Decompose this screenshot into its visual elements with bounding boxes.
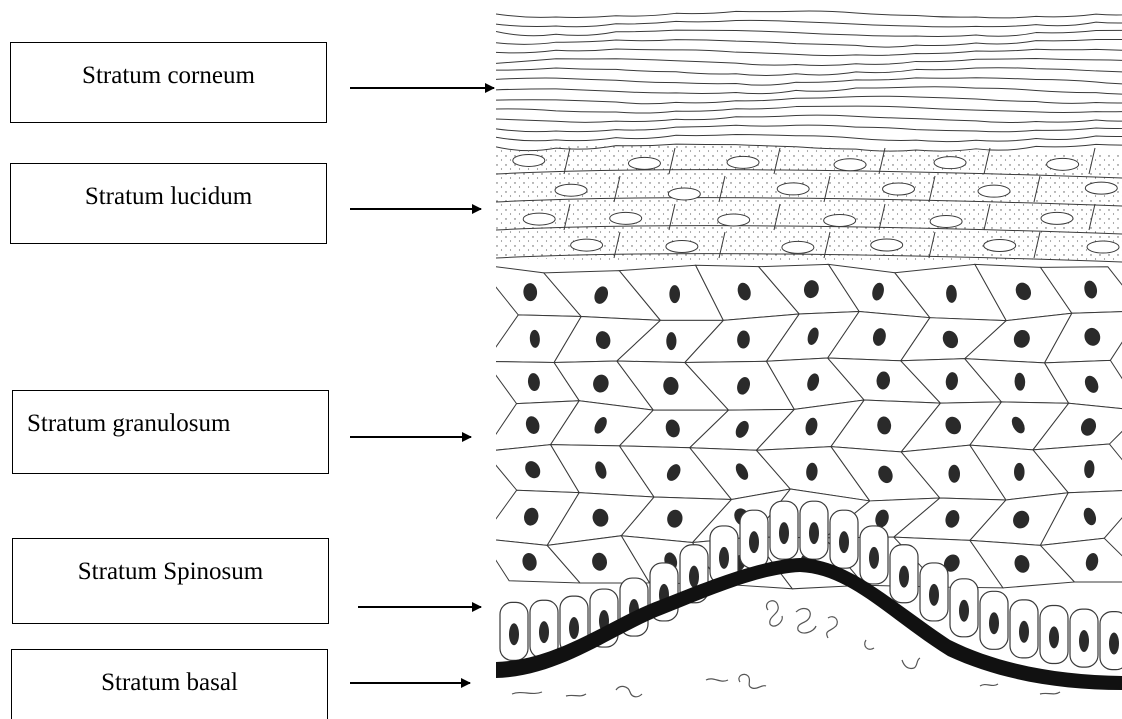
basal-nucleus — [1019, 621, 1029, 643]
basal-nucleus — [1079, 630, 1089, 652]
lucidum-nucleus — [666, 241, 698, 253]
lucidum-nucleus — [718, 214, 750, 226]
lucidum-nucleus — [1041, 212, 1073, 224]
arrows — [350, 88, 494, 683]
basal-nucleus — [869, 547, 879, 569]
lucidum-nucleus — [934, 157, 966, 169]
lucidum-nucleus — [668, 188, 700, 200]
basal-nucleus — [809, 522, 819, 544]
lucidum-nucleus — [610, 212, 642, 224]
basal-nucleus — [989, 612, 999, 634]
cell-nucleus — [1014, 463, 1025, 481]
lucidum-nucleus — [978, 185, 1010, 197]
lucidum-nucleus — [984, 240, 1016, 252]
corneum-line — [496, 49, 1122, 56]
corneum-line — [496, 125, 1122, 132]
lucidum-nucleus — [834, 159, 866, 171]
basal-nucleus — [899, 566, 909, 588]
lucidum-nucleus — [777, 183, 809, 195]
corneum-layer-lines — [496, 11, 1122, 151]
lucidum-nucleus — [1085, 182, 1117, 194]
basal-nucleus — [509, 623, 519, 645]
lucidum-nucleus — [628, 157, 660, 169]
basal-nucleus — [929, 584, 939, 606]
corneum-line — [496, 30, 1122, 36]
lucidum-nucleus — [930, 215, 962, 227]
corneum-line — [496, 59, 1122, 66]
lucidum-nucleus — [824, 214, 856, 226]
lucidum-nucleus — [1087, 241, 1119, 253]
corneum-line — [496, 115, 1122, 122]
corneum-line — [496, 68, 1122, 76]
lucidum-nucleus — [727, 156, 759, 168]
corneum-line — [496, 39, 1122, 47]
lucidum-nucleus — [883, 183, 915, 195]
basal-nucleus — [1049, 626, 1059, 648]
basal-nucleus — [839, 531, 849, 553]
basal-nucleus — [749, 531, 759, 553]
basal-nucleus — [779, 522, 789, 544]
lucidum-nucleus — [571, 239, 603, 251]
basal-nucleus — [1109, 632, 1119, 654]
corneum-line — [496, 135, 1122, 142]
lucidum-nucleus — [871, 239, 903, 251]
cell-nucleus — [669, 285, 680, 303]
corneum-line — [496, 11, 1122, 18]
lucidum-layer-cells — [496, 145, 1122, 262]
corneum-line — [496, 87, 1122, 94]
basal-nucleus — [539, 621, 549, 643]
lucidum-nucleus — [523, 213, 555, 225]
lucidum-nucleus — [782, 241, 814, 253]
tissue-layers — [478, 11, 1122, 697]
cell-nucleus — [666, 332, 676, 350]
corneum-line — [496, 96, 1122, 104]
lucidum-nucleus — [1047, 158, 1079, 170]
corneum-line — [496, 20, 1122, 26]
corneum-line — [496, 106, 1122, 113]
basal-nucleus — [569, 617, 579, 639]
basal-nucleus — [959, 600, 969, 622]
basal-nucleus — [689, 566, 699, 588]
lucidum-nucleus — [513, 154, 545, 166]
lucidum-nucleus — [555, 184, 587, 196]
corneum-line — [496, 78, 1122, 85]
basal-nucleus — [719, 547, 729, 569]
